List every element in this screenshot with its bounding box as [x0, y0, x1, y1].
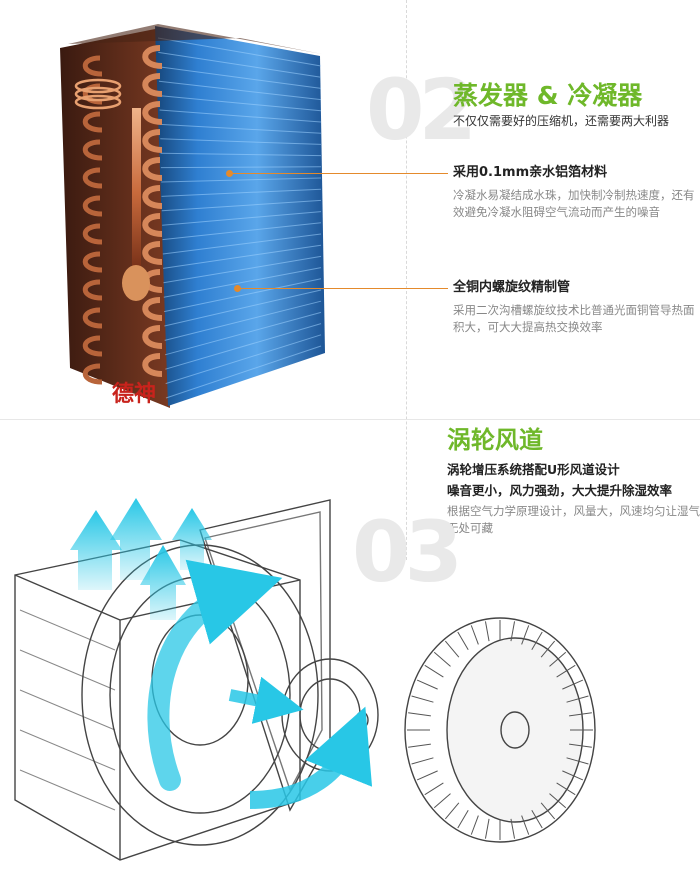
fan-feature-desc: 根据空气力学原理设计，风量大，风速均匀让湿气无处可藏 — [447, 504, 700, 535]
section-title-evaporator: 蒸发器 & 冷凝器 — [453, 81, 643, 110]
fan-housing-illustration — [14, 498, 596, 861]
section-subtitle-evaporator: 不仅仅需要好的压缩机，还需要两大利器 — [453, 114, 670, 128]
feature-connector-dot — [234, 285, 241, 292]
section-title-turbo-fan: 涡轮风道 — [447, 426, 543, 454]
fan-feature-line-2: 噪音更小，风力强劲，大大提升除湿效率 — [447, 483, 673, 498]
section-number-03: 03 — [352, 503, 463, 601]
feature-connector-line — [238, 288, 448, 289]
feature-desc-copper-tube: 采用二次沟槽螺旋纹技术比普通光面铜管导热面积大，可大大提高热交换效率 — [453, 303, 695, 334]
feature-title-copper-tube: 全铜内螺旋纹精制管 — [453, 280, 571, 295]
section-number-02: 02 — [366, 61, 477, 159]
feature-title-aluminum-foil: 采用0.1mm亲水铝箔材料 — [453, 165, 608, 180]
feature-desc-aluminum-foil: 冷凝水易凝结成水珠，加快制冷制热速度，还有效避免冷凝水阻碍空气流动而产生的噪音 — [453, 188, 695, 219]
vertical-divider — [406, 0, 407, 560]
brand-logo: 德神 — [112, 381, 157, 407]
feature-connector-dot — [226, 170, 233, 177]
feature-connector-line — [230, 173, 448, 174]
fan-feature-line-1: 涡轮增压系统搭配U形风道设计 — [447, 462, 620, 477]
evaporator-coil-illustration — [60, 24, 325, 408]
section-divider — [0, 419, 700, 420]
